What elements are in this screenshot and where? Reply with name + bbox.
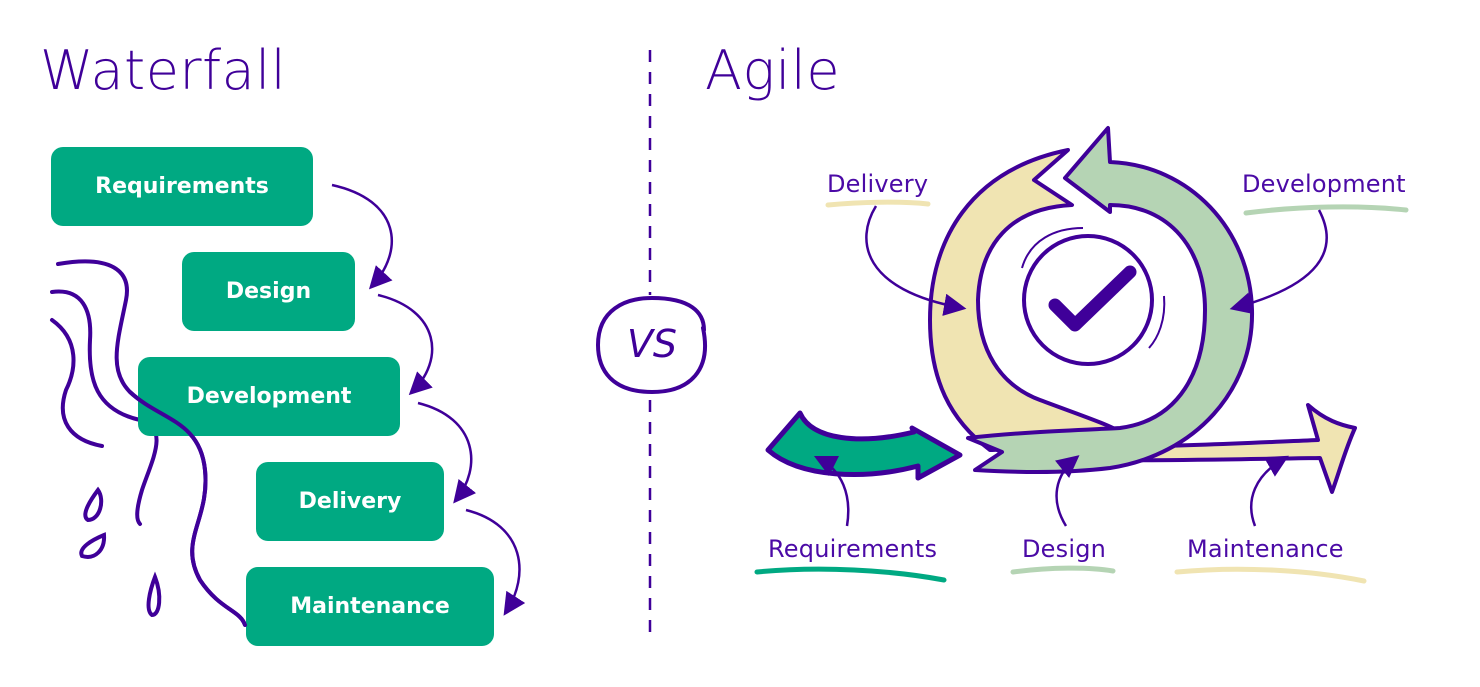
water-drop-2 xyxy=(79,532,107,559)
agile-label-maintenance: Maintenance xyxy=(1187,535,1344,563)
waterfall-stage-delivery: Delivery xyxy=(256,462,444,541)
agile-title: Agile xyxy=(705,39,841,102)
stage-label: Delivery xyxy=(298,489,402,514)
check-ring-accent-2 xyxy=(1148,295,1166,349)
vs-label: VS xyxy=(626,322,678,366)
waterfall-stage-requirements: Requirements xyxy=(51,147,313,226)
pointer-requirements xyxy=(813,455,850,527)
pointer-design xyxy=(1054,455,1080,527)
water-line-3 xyxy=(50,318,104,448)
arrow-requirements-to-design xyxy=(331,183,394,290)
requirements-arrow xyxy=(765,410,963,481)
agile-label-requirements: Requirements xyxy=(768,535,938,563)
stage-label: Development xyxy=(186,384,352,409)
underline-design xyxy=(1010,565,1116,575)
check-ring-accent-1 xyxy=(1021,227,1084,269)
divider xyxy=(595,50,707,640)
check-ring xyxy=(1022,234,1154,366)
underline-requirements xyxy=(754,566,947,583)
waterfall-connectors xyxy=(331,183,526,616)
agile-label-delivery: Delivery xyxy=(827,170,929,198)
waterfall-stage-design: Design xyxy=(182,252,355,331)
underline-maintenance xyxy=(1174,566,1367,584)
waterfall-stage-maintenance: Maintenance xyxy=(246,567,494,646)
pointer-maintenance xyxy=(1250,455,1289,527)
water-drop-3 xyxy=(146,571,162,618)
agile-pointers xyxy=(813,205,1328,527)
waterfall-title: Waterfall xyxy=(40,39,287,102)
pointer-development xyxy=(1229,209,1328,315)
agile-underlines xyxy=(754,199,1409,584)
stage-label: Requirements xyxy=(95,174,269,199)
arrow-design-to-development xyxy=(377,293,434,396)
waterfall-stage-development: Development xyxy=(138,357,400,436)
arrow-development-to-delivery xyxy=(417,401,477,504)
stage-label: Maintenance xyxy=(290,594,450,619)
agile-label-development: Development xyxy=(1242,170,1406,198)
agile-label-design: Design xyxy=(1022,535,1107,563)
checkmark-icon xyxy=(1048,265,1137,332)
arrow-delivery-to-maintenance xyxy=(465,508,526,616)
vs-circle xyxy=(595,295,707,395)
underline-delivery xyxy=(825,199,931,208)
water-drop-1 xyxy=(83,486,104,523)
underline-development xyxy=(1243,204,1409,216)
pointer-delivery xyxy=(865,205,967,316)
stage-label: Design xyxy=(225,279,312,304)
